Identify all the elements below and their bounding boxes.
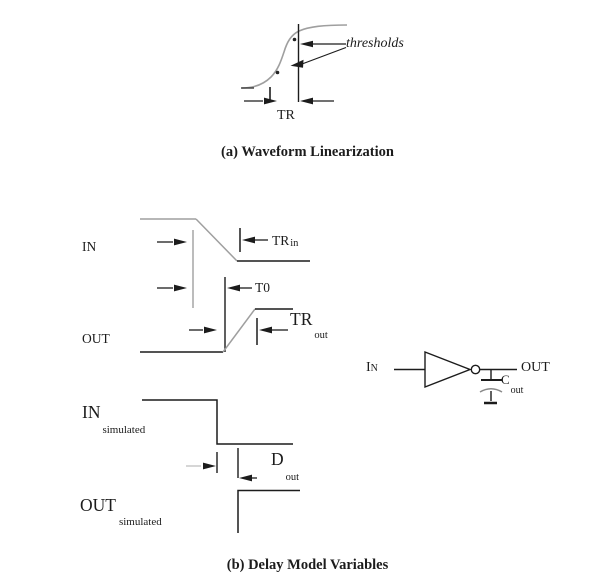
trout-label: TR out [290, 309, 328, 342]
trin-base: TR [272, 233, 290, 248]
lower-threshold-arrowhead [290, 59, 304, 68]
trin-right-arrowhead [242, 236, 255, 244]
in-waveform-label: IN [82, 239, 97, 254]
lower-threshold-dot [275, 70, 280, 75]
fig-b-in-waveform [140, 218, 310, 352]
dout-left-arrowhead [203, 462, 216, 470]
cout-subscript: out [510, 385, 524, 396]
trin-subscript: in [290, 238, 299, 249]
s-curve-waveform [241, 24, 348, 89]
out-rising-ramp [222, 308, 256, 353]
dout-base: D [271, 449, 284, 469]
t0-left-arrowhead [174, 284, 187, 292]
lower-threshold-pointer-line [301, 46, 347, 65]
trout-left-arrowhead [204, 326, 217, 334]
circuit-in-label: In [366, 360, 378, 375]
dout-subscript: out [285, 472, 300, 483]
inverter-bubble [470, 364, 481, 375]
trout-right-arrowhead [259, 326, 272, 334]
trout-base: TR [290, 309, 313, 329]
upper-threshold-arrowhead [300, 40, 313, 48]
in-falling-ramp [195, 218, 238, 262]
in-simulated-step [142, 399, 293, 445]
out-simulated-base: OUT [80, 495, 116, 515]
fig-a-lineart [241, 24, 348, 105]
fig-b-simulated-waveforms [142, 399, 300, 533]
circuit-out-label: OUT [521, 360, 550, 375]
t0-right-arrowhead [227, 284, 240, 292]
out-waveform-label: OUT [82, 331, 110, 346]
inverter-triangle [424, 350, 472, 389]
tr-label: TR [277, 108, 295, 123]
out-simulated-subscript: simulated [118, 516, 162, 528]
figure-a-caption: (a) Waveform Linearization [221, 144, 394, 160]
tr-left-arrowhead [264, 97, 277, 105]
t0-label: T0 [255, 280, 270, 295]
dout-right-arrowhead [239, 474, 252, 482]
in-simulated-base: IN [82, 402, 101, 422]
cout-base: C [501, 372, 510, 387]
fig-b-out-waveform [140, 308, 293, 353]
out-simulated-label: OUT simulated [80, 495, 162, 528]
figure-b-caption: (b) Delay Model Variables [226, 557, 389, 573]
cout-label: C out [501, 373, 523, 396]
trout-subscript: out [314, 330, 328, 341]
dout-label: D out [271, 449, 300, 484]
cap-bottom-plate [479, 388, 503, 393]
tr-right-arrowhead [300, 97, 313, 105]
in-simulated-label: IN simulated [82, 402, 146, 436]
out-simulated-step [237, 489, 300, 533]
upper-threshold-dot [292, 37, 297, 42]
thresholds-label: thresholds [346, 36, 404, 51]
trin-label: TR in [272, 234, 298, 250]
trin-left-arrowhead [174, 238, 187, 246]
fig-b-inverter-circuit [394, 350, 517, 405]
in-simulated-subscript: simulated [102, 424, 146, 436]
